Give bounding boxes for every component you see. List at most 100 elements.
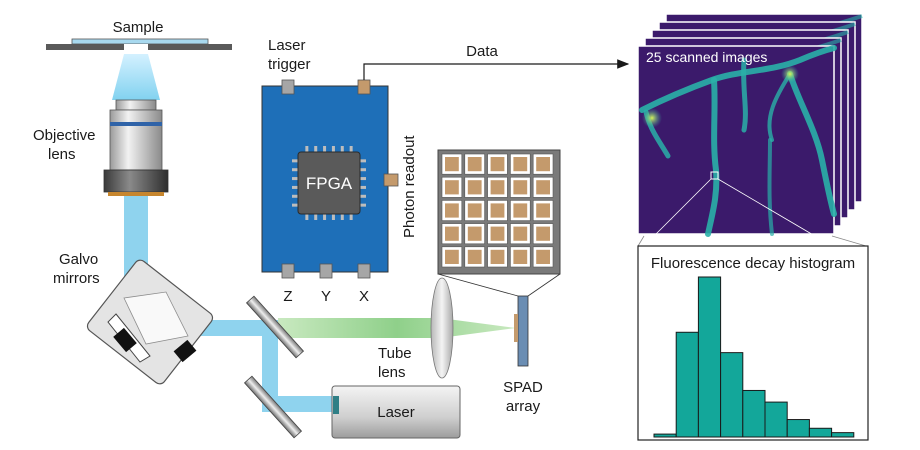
scanned-images-label: 25 scanned images — [646, 49, 767, 65]
scanned-image-front — [637, 45, 837, 237]
galvo-mirrors — [86, 259, 214, 385]
spad-pixel — [513, 226, 528, 241]
histogram-bar — [742, 389, 766, 438]
spad-pixel — [445, 157, 459, 172]
histogram-bar — [831, 432, 855, 438]
histogram-bar — [786, 419, 810, 438]
z-pin — [281, 263, 295, 279]
spad-label-line2: array — [506, 398, 541, 415]
chip-pin — [323, 146, 327, 152]
z-label: Z — [283, 288, 292, 305]
spad-pixel — [536, 226, 550, 241]
spad-pixel — [467, 157, 482, 172]
x-label: X — [359, 288, 369, 305]
spad-pixel — [513, 203, 528, 218]
tube-lens-label-line1: Tube — [378, 345, 412, 362]
chip-pin — [360, 194, 366, 198]
spad-pixel — [536, 249, 550, 264]
histogram-bar — [808, 427, 833, 438]
chip-pin — [292, 168, 298, 172]
spad-pixel — [513, 249, 528, 264]
spad-sensor-face — [514, 314, 518, 342]
spad-label-line1: SPAD — [503, 379, 543, 396]
illumination-cone — [112, 54, 160, 100]
spad-pixel — [490, 157, 505, 172]
spad-grid — [441, 153, 554, 268]
laser-source — [331, 385, 461, 439]
histogram-bar — [653, 433, 677, 438]
laser-trigger-label-line2: trigger — [268, 56, 311, 73]
photon-readout-label: Photon readout — [401, 135, 418, 238]
decay-histogram — [637, 245, 869, 441]
chip-pin — [292, 194, 298, 198]
fpga-label: FPGA — [306, 174, 353, 193]
spad-pixel — [490, 203, 505, 218]
photon-readout-pin — [383, 173, 399, 187]
sample-label: Sample — [113, 19, 164, 36]
steering-mirror-lower — [243, 375, 303, 439]
histogram-title: Fluorescence decay histogram — [651, 255, 855, 272]
histogram-bar — [720, 352, 744, 438]
objective-label-line2: lens — [48, 146, 76, 163]
objective-label-line1: Objective — [33, 127, 96, 144]
histogram-bar — [764, 401, 788, 438]
sample-stage — [46, 38, 232, 52]
spad-pixel — [490, 180, 505, 195]
spad-pixel — [445, 180, 459, 195]
chip-pin — [323, 214, 327, 220]
objective-lens — [103, 99, 169, 196]
galvo-label-line2: mirrors — [53, 270, 100, 287]
chip-pin — [360, 159, 366, 163]
pixel-marker — [710, 171, 719, 180]
data-label: Data — [466, 43, 498, 60]
spad-pixel — [513, 180, 528, 195]
emission-beam — [278, 318, 516, 338]
data-arrow — [363, 59, 630, 80]
spad-zoom-lines — [437, 273, 561, 297]
histogram-zoom-lines — [643, 178, 833, 247]
chip-pin — [314, 146, 318, 152]
chip-pin — [331, 214, 335, 220]
y-pin — [319, 263, 333, 279]
chip-pin — [360, 177, 366, 181]
spad-pixel — [490, 226, 505, 241]
fpga-chip-pins — [292, 146, 366, 220]
chip-pin — [292, 177, 298, 181]
galvo-label-line1: Galvo — [59, 251, 98, 268]
y-label: Y — [321, 288, 331, 305]
chip-pin — [292, 203, 298, 207]
chip-pin — [305, 146, 309, 152]
spad-pixel — [490, 249, 505, 264]
chip-pin — [360, 203, 366, 207]
spad-pixel — [445, 226, 459, 241]
tube-lens-label-line2: lens — [378, 364, 406, 381]
chip-pin — [349, 146, 353, 152]
spad-pixel — [536, 180, 550, 195]
chip-pin — [340, 214, 344, 220]
spad-pixel — [536, 203, 550, 218]
histogram-bars — [653, 276, 855, 438]
spad-array — [437, 149, 561, 367]
chip-pin — [349, 214, 353, 220]
spad-chip — [517, 295, 529, 367]
fpga-chip — [297, 151, 361, 215]
data-pin — [357, 79, 371, 95]
steering-mirror-upper — [245, 295, 305, 359]
spad-pixel — [445, 249, 459, 264]
spad-pixel — [536, 157, 550, 172]
beam-mirror-vertical — [262, 320, 278, 412]
spad-pixel — [445, 203, 459, 218]
fpga-board — [261, 79, 399, 279]
laser-label: Laser — [377, 404, 415, 421]
chip-pin — [305, 214, 309, 220]
chip-pin — [292, 185, 298, 189]
chip-pin — [331, 146, 335, 152]
chip-pin — [360, 168, 366, 172]
chip-pin — [314, 214, 318, 220]
spad-pixel — [513, 157, 528, 172]
tube-lens — [430, 277, 454, 379]
histogram-bar — [697, 276, 722, 438]
chip-pin — [292, 159, 298, 163]
histogram-bar — [675, 331, 699, 438]
